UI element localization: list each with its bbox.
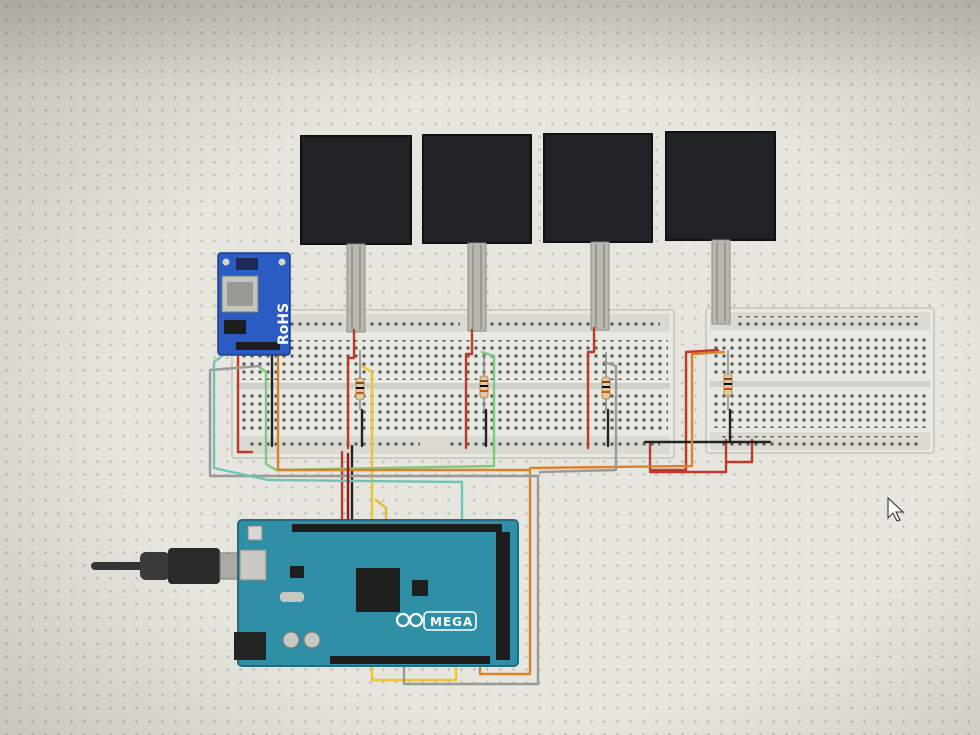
wire-teal[interactable]: [212, 354, 464, 524]
force-sensor-4[interactable]: [665, 131, 776, 325]
wire-yellow-2[interactable]: [374, 498, 388, 522]
resistor-4[interactable]: [723, 350, 733, 410]
wire-red-8[interactable]: [724, 438, 754, 464]
arduino-infinity-logo: [395, 612, 424, 628]
breadboard-left[interactable]: [231, 309, 675, 459]
arduino-mega-board[interactable]: MEGA: [234, 519, 519, 667]
sd-rohs-label: RoHS: [276, 303, 292, 345]
wire-red-1[interactable]: [346, 328, 356, 450]
mouse-pointer-icon: [887, 496, 905, 522]
wire-yellow[interactable]: [360, 364, 458, 682]
wire-gray[interactable]: [208, 364, 540, 686]
force-sensor-3[interactable]: [543, 133, 653, 331]
force-sensor-1[interactable]: [300, 135, 412, 333]
wire-orange[interactable]: [276, 354, 532, 676]
wire-red-7[interactable]: [648, 438, 728, 474]
resistor-1[interactable]: [355, 350, 365, 410]
mega-model-label: MEGA: [430, 615, 473, 629]
wire-red-4[interactable]: [648, 348, 720, 472]
sd-card-module[interactable]: RoHS: [217, 252, 292, 356]
wire-green[interactable]: [256, 350, 496, 472]
usb-cable[interactable]: [91, 548, 257, 584]
wire-gray-2[interactable]: [538, 360, 618, 474]
wire-orange-2[interactable]: [528, 350, 726, 470]
force-sensor-2[interactable]: [422, 134, 532, 332]
resistor-2[interactable]: [479, 352, 489, 410]
wire-red-2[interactable]: [464, 328, 474, 450]
breadboard-right[interactable]: [705, 307, 935, 454]
wire-red-3[interactable]: [586, 326, 596, 450]
wire-red-5[interactable]: [236, 352, 254, 454]
